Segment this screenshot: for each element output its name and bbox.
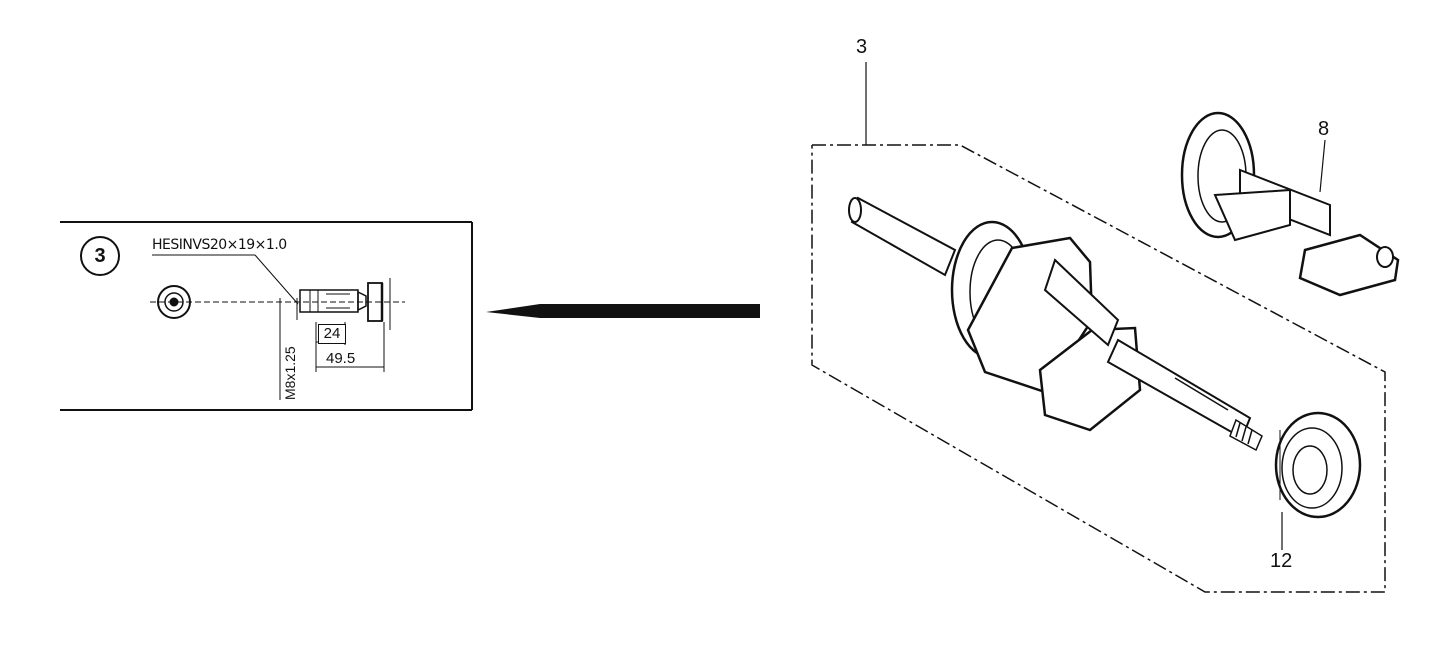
callout-crankshaft: 3 (856, 36, 868, 58)
assembly-outline (811, 144, 1386, 593)
crankshaft (848, 196, 1263, 452)
ball-bearing (1274, 411, 1362, 519)
nut-end-view (157, 285, 191, 319)
balancer-shaft (1180, 111, 1400, 297)
detail-panel (60, 221, 473, 411)
detail-ref-number: 3 (94, 244, 106, 267)
dim-thread: M8x1.25 (282, 346, 298, 400)
callout-bearing: 12 (1270, 550, 1293, 572)
threaded-end (1229, 418, 1263, 452)
callout-balancer: 8 (1318, 118, 1330, 140)
dim-short: 24 (318, 324, 346, 344)
detail-ref-circle: 3 (80, 236, 120, 276)
dim-long: 49.5 (326, 350, 356, 367)
screw-profile (299, 278, 391, 330)
spec-label: HESINVS20×19×1.0 (152, 237, 287, 253)
arrow-left-icon (486, 304, 760, 318)
